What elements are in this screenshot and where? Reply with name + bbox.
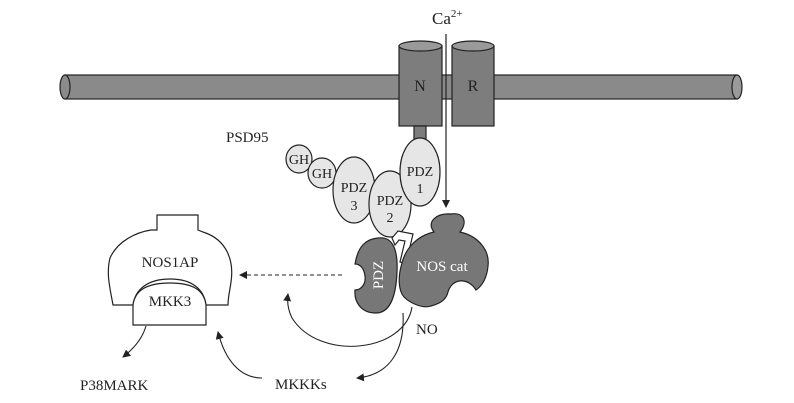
pdz2-domain — [368, 170, 412, 238]
mkkks-to-mkk3-arrow — [215, 331, 263, 379]
p38-activation-arrow — [122, 325, 147, 358]
mkkks-label: MKKKs — [275, 377, 327, 393]
nmda-channel — [398, 40, 443, 151]
psd95-complex — [285, 137, 441, 238]
nos-cat-label: NOS cat — [416, 259, 468, 275]
gh2-label: GH — [312, 167, 332, 182]
channel-n-label: N — [414, 78, 426, 95]
p38mark-label: P38MARK — [80, 378, 149, 394]
channel-r-label: R — [468, 78, 479, 95]
gh1-label: GH — [289, 153, 309, 168]
nos1ap-protein — [107, 214, 233, 306]
mkk3-protein — [132, 282, 207, 326]
pdz1-domain — [399, 137, 441, 207]
pdz2-number: 2 — [387, 211, 394, 226]
no-to-mkkks-arrow — [356, 312, 404, 382]
pdz1-label: PDZ — [407, 165, 433, 180]
nos-pdz-domain — [354, 237, 398, 314]
calcium-label: Ca2+ — [432, 8, 463, 28]
psd95-label: PSD95 — [226, 130, 269, 146]
feedback-loop-arrow — [283, 293, 413, 347]
nos-catalytic-domain — [398, 213, 489, 308]
mkk3-label: MKK3 — [149, 294, 192, 310]
nos-pdz-label: PDZ — [371, 261, 387, 289]
no-label: NO — [416, 322, 438, 338]
nos1ap-label: NOS1AP — [142, 255, 199, 271]
gh-domain-1 — [285, 144, 313, 174]
pdz3-number: 3 — [351, 199, 358, 214]
r-channel — [451, 40, 495, 127]
pdz1-number: 1 — [417, 182, 424, 197]
pdz3-label: PDZ — [341, 181, 367, 196]
pdz2-label: PDZ — [377, 194, 403, 209]
